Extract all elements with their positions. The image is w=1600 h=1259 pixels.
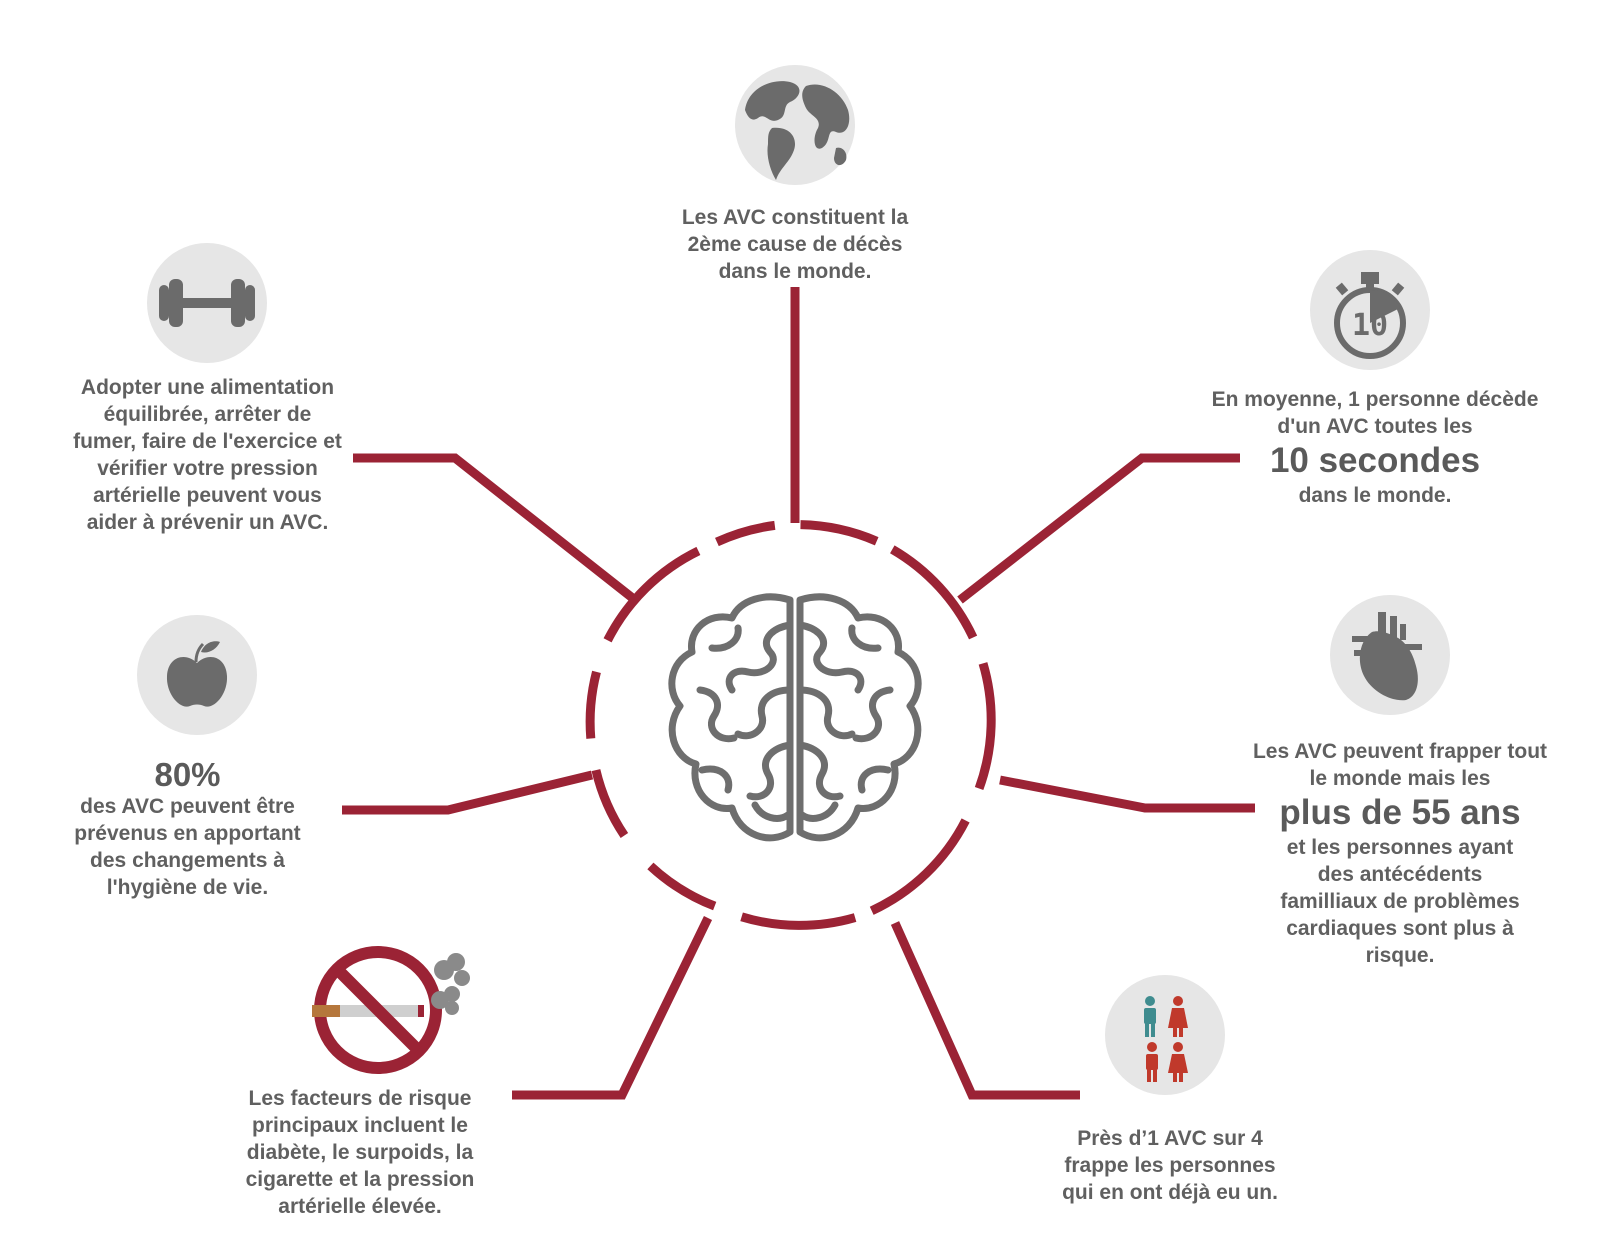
- people-icon: [1105, 975, 1225, 1095]
- fact-risk-line-5: artérielle élevée.: [278, 1195, 442, 1218]
- connector-heart: [999, 775, 1255, 813]
- fact-world: Les AVC constituent la 2ème cause de déc…: [645, 204, 945, 285]
- stopwatch-icon: 10: [1310, 250, 1430, 370]
- apple-icon: [137, 615, 257, 735]
- fact-heart: Les AVC peuvent frapper tout le monde ma…: [1225, 738, 1575, 969]
- fact-prevention-line-2: prévenus en apportant: [74, 822, 301, 845]
- connector-lifestyle: [353, 453, 638, 604]
- fact-prevention-line-3: des changements à: [90, 849, 285, 872]
- fact-risk: Les facteurs de risque principaux inclue…: [220, 1085, 500, 1220]
- fact-lifestyle-line-5: artérielle peuvent vous: [93, 484, 322, 507]
- fact-heart-line-3: et les personnes ayant: [1286, 836, 1514, 859]
- fact-risk-line-2: principaux incluent le: [252, 1114, 468, 1137]
- connector-prevention: [342, 770, 594, 815]
- fact-world-line-3: dans le monde.: [718, 260, 872, 283]
- fact-time-line-1: En moyenne, 1 personne décède: [1211, 388, 1539, 411]
- stopwatch-display: 10: [1352, 308, 1388, 343]
- fact-lifestyle-line-1: Adopter une alimentation: [80, 376, 335, 399]
- fact-heart-line-7: risque.: [1365, 944, 1435, 967]
- heart-icon: [1330, 595, 1450, 715]
- fact-recurrence-line-2: frappe les personnes: [1064, 1154, 1276, 1177]
- fact-heart-line-4: des antécédents: [1317, 863, 1483, 886]
- fact-lifestyle-line-2: équilibrée, arrêter de: [103, 403, 312, 426]
- fact-time-highlight: 10 secondes: [1269, 441, 1481, 480]
- fact-lifestyle-line-6: aider à prévenir un AVC.: [86, 511, 329, 534]
- connector-recurrence: [890, 921, 1080, 1100]
- dumbbell-icon: [147, 243, 267, 363]
- fact-risk-line-1: Les facteurs de risque: [248, 1087, 472, 1110]
- fact-time-line-3: dans le monde.: [1298, 484, 1452, 507]
- fact-heart-line-6: cardiaques sont plus à: [1286, 917, 1514, 940]
- fact-risk-line-4: cigarette et la pression: [245, 1168, 475, 1191]
- fact-recurrence: Près d’1 AVC sur 4 frappe les personnes …: [1025, 1125, 1315, 1206]
- connector-time: [957, 453, 1240, 604]
- fact-recurrence-line-3: qui en ont déjà eu un.: [1062, 1181, 1278, 1204]
- connector-risk: [512, 916, 713, 1100]
- fact-prevention-highlight: 80%: [154, 756, 221, 793]
- fact-prevention-line-1: des AVC peuvent être: [80, 795, 295, 818]
- fact-risk-line-3: diabète, le surpoids, la: [246, 1141, 474, 1164]
- fact-lifestyle-line-4: vérifier votre pression: [97, 457, 318, 480]
- fact-lifestyle: Adopter une alimentation équilibrée, arr…: [45, 374, 370, 536]
- fact-heart-line-2: le monde mais les: [1309, 767, 1491, 790]
- central-ring: [585, 520, 996, 930]
- fact-recurrence-line-1: Près d’1 AVC sur 4: [1077, 1127, 1263, 1150]
- globe-icon: [735, 65, 855, 185]
- fact-heart-highlight: plus de 55 ans: [1279, 793, 1521, 832]
- fact-time-line-2: d'un AVC toutes les: [1277, 415, 1473, 438]
- fact-prevention-line-4: l'hygiène de vie.: [106, 876, 269, 899]
- fact-heart-line-1: Les AVC peuvent frapper tout: [1252, 740, 1548, 763]
- fact-time: En moyenne, 1 personne décède d'un AVC t…: [1195, 386, 1555, 509]
- fact-world-line-1: Les AVC constituent la: [681, 206, 909, 229]
- fact-prevention: 80% des AVC peuvent être prévenus en app…: [45, 757, 330, 901]
- fact-heart-line-5: familliaux de problèmes: [1280, 890, 1520, 913]
- no-smoking-icon: [312, 946, 470, 1074]
- brain-icon: [668, 593, 922, 842]
- fact-world-line-2: 2ème cause de décès: [687, 233, 903, 256]
- fact-lifestyle-line-3: fumer, faire de l'exercice et: [73, 430, 342, 453]
